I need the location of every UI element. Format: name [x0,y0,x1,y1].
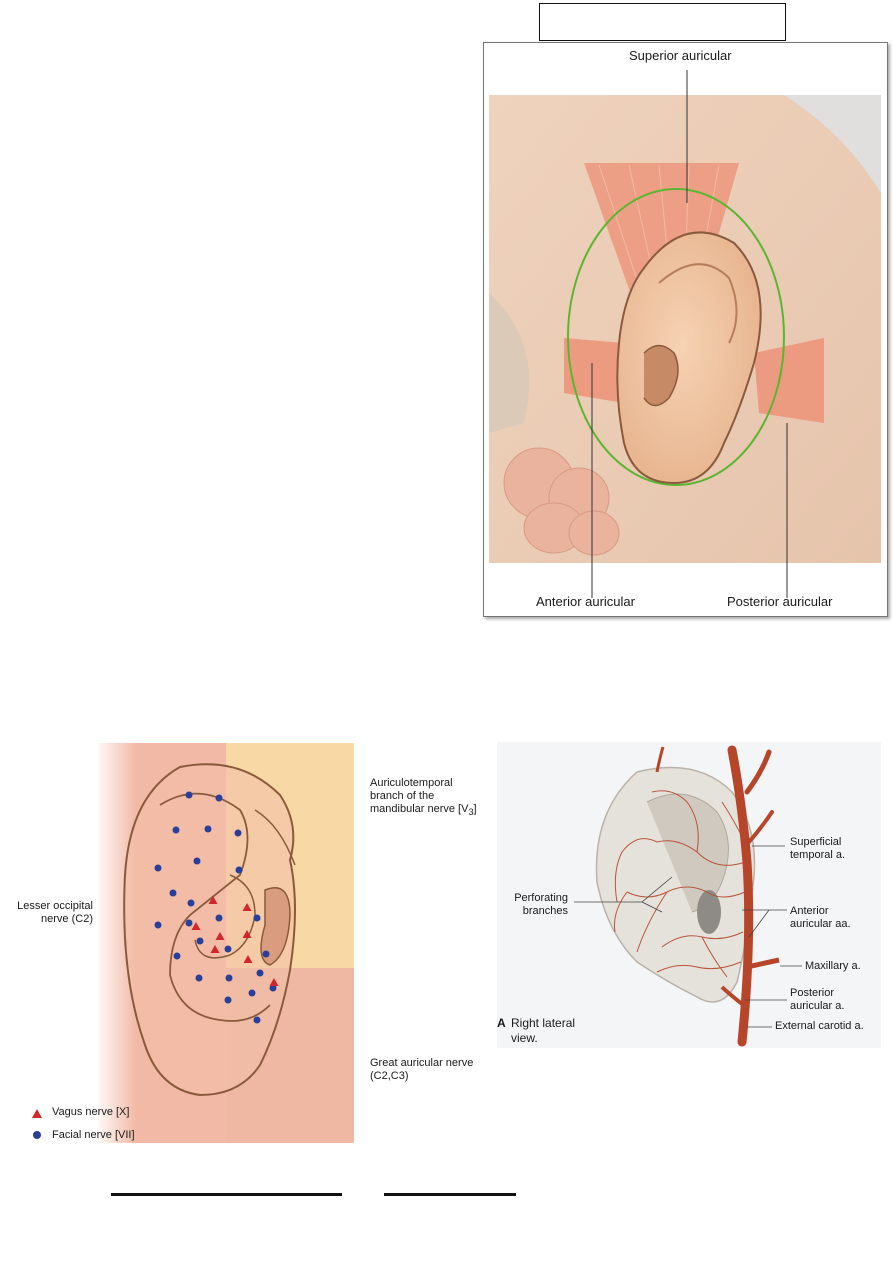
caption-line2: view. [511,1031,538,1045]
anterior-arteries-line2: auricular aa. [790,918,851,930]
label-auriculotemporal: Auriculotemporal branch of the mandibula… [370,777,477,819]
label-anterior-auricular-arteries: Anterior auricular aa. [790,905,851,931]
posterior-artery-line2: auricular a. [790,1000,845,1012]
vagus-legend-triangle-icon [32,1109,42,1118]
facial-legend-circle-icon [33,1131,41,1139]
anterior-arteries-line1: Anterior [790,905,829,917]
auriculotemporal-line3: mandibular nerve [V3] [370,803,477,819]
lesser-occipital-line1: Lesser occipital [17,900,93,912]
auriculotemporal-line1: Auriculotemporal [370,777,453,789]
lesser-occipital-line2: nerve (C2) [41,913,93,925]
great-auricular-line2: (C2,C3) [370,1070,409,1082]
auriculotemporal-line2: branch of the [370,790,435,802]
label-superficial-temporal: Superficial temporal a. [790,836,845,862]
auricle-arteries-figure: Perforating branches Superficial tempora… [497,742,881,1048]
auriculotemporal-close: ] [473,803,477,815]
great-auricular-line1: Great auricular nerve [370,1057,474,1069]
superficial-line2: temporal a. [790,849,846,861]
label-anterior-auricular: Anterior auricular [536,594,635,609]
caption-letter: A [497,1016,506,1030]
blank-underline-1 [111,1193,342,1196]
label-posterior-auricular: Posterior auricular [727,594,833,609]
caption-line1: Right lateral [511,1016,576,1030]
label-lesser-occipital: Lesser occipital nerve (C2) [8,900,93,926]
auricular-muscles-figure: Superior auricular Anterior auricular Po… [483,42,888,617]
blank-underline-2 [384,1193,516,1196]
auricle-innervation-figure: Auriculotemporal branch of the mandibula… [0,725,497,1150]
label-superior-auricular: Superior auricular [629,48,732,63]
legend-vagus-label: Vagus nerve [X] [52,1106,130,1118]
auricular-muscles-illustration [489,70,881,598]
label-external-carotid: External carotid a. [775,1020,864,1032]
label-posterior-auricular-artery: Posterior auricular a. [790,987,844,1013]
arteries-illustration [497,742,881,1048]
auriculotemporal-subscript: 3 [468,807,474,818]
auriculotemporal-line3-text: mandibular nerve [V [370,803,469,815]
innervation-illustration [32,743,354,1143]
superficial-line1: Superficial [790,836,842,848]
posterior-artery-line1: Posterior [790,987,835,999]
label-great-auricular: Great auricular nerve (C2,C3) [370,1057,473,1083]
legend-facial-label: Facial nerve [VII] [52,1129,135,1141]
perforating-line1: Perforating [514,892,568,904]
perforating-line2: branches [522,905,568,917]
label-maxillary-artery: Maxillary a. [805,960,861,972]
label-perforating-branches: Perforating branches [508,892,568,918]
blank-answer-box [539,3,786,41]
